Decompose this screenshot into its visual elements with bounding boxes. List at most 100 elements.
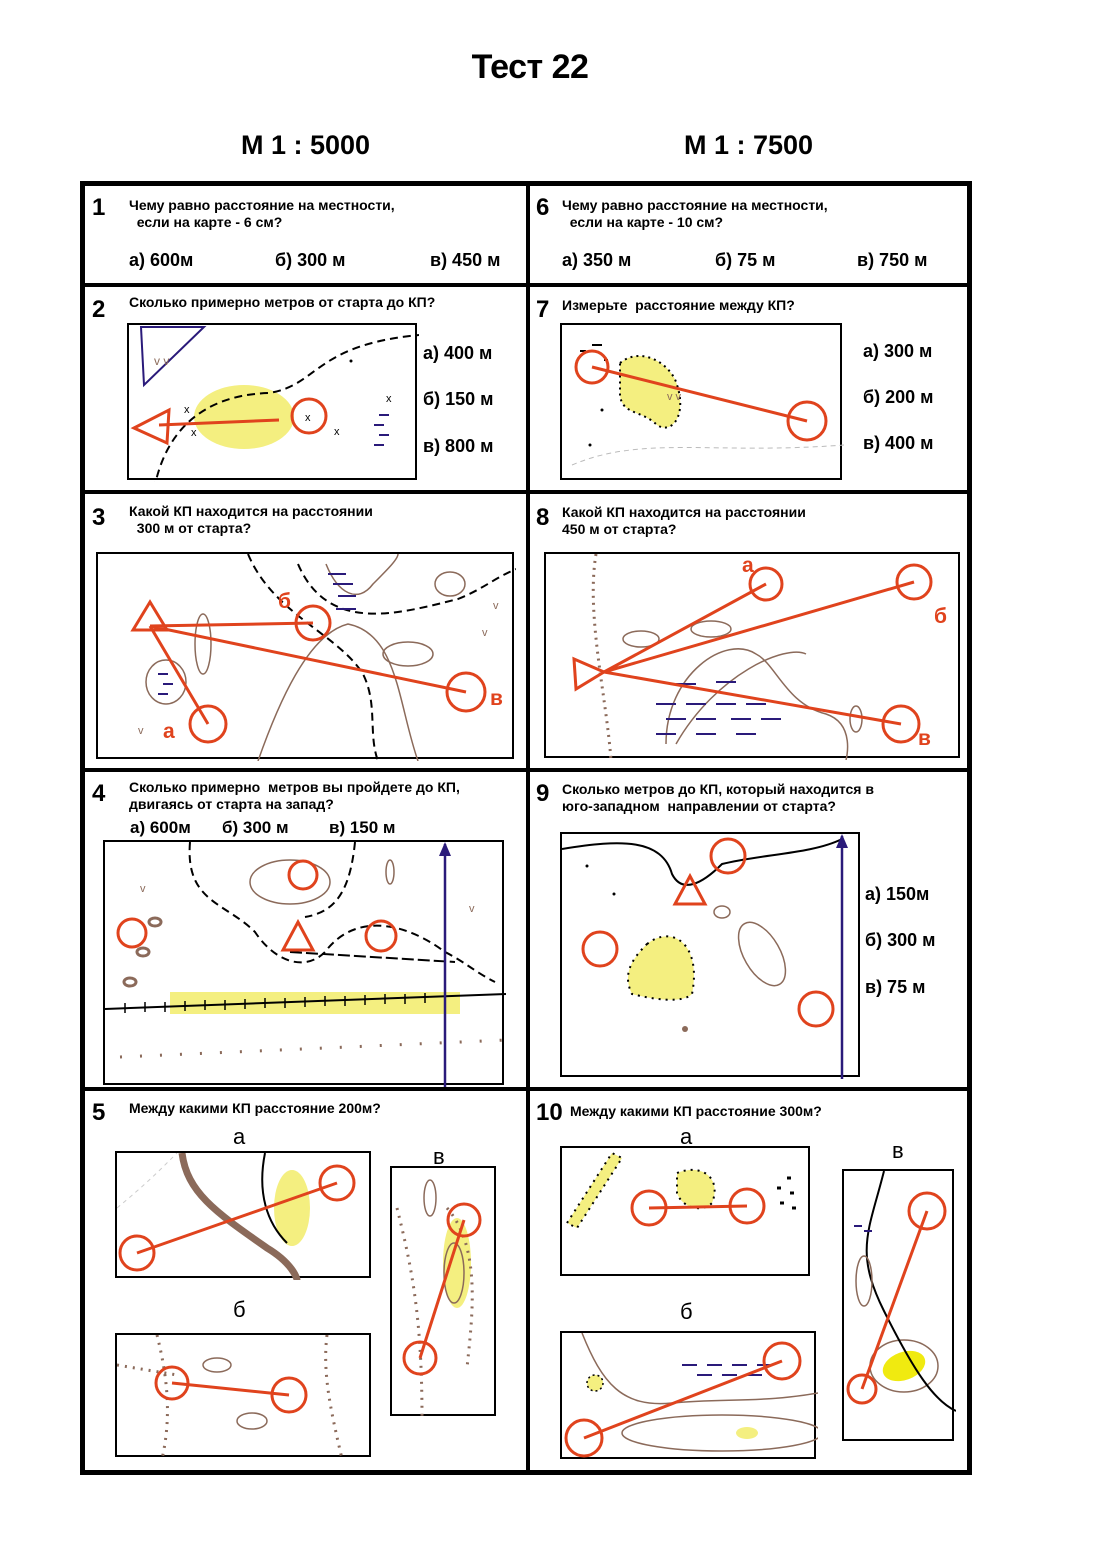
- route-line: [860, 1210, 929, 1390]
- control-point-icon: [846, 1373, 878, 1405]
- question-number: 8: [536, 504, 550, 531]
- answer-c[interactable]: в) 150 м: [329, 818, 396, 837]
- answer-c[interactable]: в) 800 м: [423, 436, 494, 456]
- answer-b[interactable]: б) 300 м: [865, 930, 936, 950]
- route-line: [136, 1181, 338, 1255]
- marsh-icon: [374, 414, 389, 446]
- control-point-icon: [728, 1187, 766, 1225]
- orienteering-map: [846, 1171, 956, 1412]
- control-point-icon: [895, 563, 933, 601]
- svg-text:v: v: [138, 725, 144, 737]
- open-area: [565, 1151, 624, 1230]
- map-q5-a: [115, 1151, 371, 1280]
- question-number: 2: [92, 296, 106, 323]
- control-point-icon: [290, 397, 328, 435]
- answer-a[interactable]: а) 400 м: [423, 343, 493, 363]
- scale-right: М 1 : 7500: [684, 130, 814, 160]
- start-triangle-icon: [130, 407, 171, 446]
- question-text: Чему равно расстояние на местности, если…: [129, 197, 395, 230]
- control-point-icon: [188, 704, 228, 744]
- question-4: 4 Сколько примерно метров вы пройдете до…: [83, 770, 528, 1089]
- open-area: [194, 385, 294, 449]
- svg-text:x: x: [184, 404, 190, 416]
- orienteering-map: v v: [571, 344, 844, 466]
- control-point-icon: [445, 671, 487, 713]
- answer-b[interactable]: б) 300 м: [275, 250, 346, 270]
- answer-b[interactable]: б) 150 м: [423, 389, 494, 409]
- control-point-icon: [118, 1234, 156, 1272]
- route-line: [583, 1359, 783, 1440]
- control-point-icon: [786, 400, 828, 442]
- route-line: [591, 365, 808, 423]
- map-q5-b: [115, 1333, 371, 1459]
- route-line: [603, 580, 915, 726]
- svg-text:v: v: [469, 903, 475, 915]
- answer-c[interactable]: в) 750 м: [857, 250, 928, 270]
- orienteering-map: v v x x x x x: [130, 326, 419, 482]
- answer-a[interactable]: а) 300 м: [863, 341, 933, 361]
- route-line: [171, 1381, 290, 1397]
- map-q10-a: [560, 1146, 810, 1276]
- answer-a[interactable]: а) 350 м: [562, 250, 632, 270]
- label-c[interactable]: в: [918, 727, 931, 750]
- question-number: 3: [92, 504, 106, 531]
- question-number: 5: [92, 1099, 106, 1126]
- control-point-icon: [270, 1376, 308, 1414]
- answer-b[interactable]: б) 75 м: [715, 250, 776, 270]
- map-q3: v v v: [96, 552, 516, 761]
- answer-b[interactable]: б) 200 м: [863, 387, 934, 407]
- label-b[interactable]: б: [278, 590, 291, 613]
- control-point-icon: [446, 1202, 482, 1238]
- start-triangle-icon: [130, 599, 170, 632]
- control-point-icon: [748, 566, 784, 602]
- svg-text:v: v: [140, 883, 146, 895]
- open-area: [170, 992, 460, 1014]
- orienteering-map: [395, 1179, 482, 1418]
- question-7: 7 Измерьте расстояние между КП? v v а) 3…: [528, 285, 969, 492]
- control-point-icon: [564, 1418, 604, 1458]
- question-text: Сколько примерно метров от старта до КП?: [129, 294, 436, 310]
- control-point-icon: [709, 837, 747, 875]
- svg-text:v v: v v: [667, 391, 682, 403]
- scale-left: М 1 : 5000: [241, 130, 371, 160]
- answer-c[interactable]: в) 450 м: [430, 250, 501, 270]
- control-point-icon: [402, 1340, 438, 1376]
- open-area: [274, 1170, 310, 1246]
- label-b[interactable]: б: [934, 605, 947, 628]
- answer-a[interactable]: а) 600м: [130, 818, 191, 837]
- label-a[interactable]: а: [163, 720, 175, 743]
- label-a[interactable]: а: [742, 554, 754, 577]
- question-number: 4: [92, 780, 106, 807]
- map-label-c: в: [892, 1138, 904, 1163]
- svg-text:x: x: [386, 393, 392, 405]
- map-label-b: б: [233, 1297, 246, 1322]
- control-point-icon: [630, 1189, 668, 1227]
- orienteering-map: [117, 1153, 356, 1280]
- answer-a[interactable]: а) 600м: [129, 250, 194, 270]
- control-point-icon: [318, 1164, 356, 1202]
- question-10: 10 Между какими КП расстояние 300м? а б …: [528, 1089, 969, 1472]
- question-text: Между какими КП расстояние 200м?: [129, 1100, 381, 1116]
- map-q2: v v x x x x x: [127, 323, 419, 482]
- answer-a[interactable]: а) 150м: [865, 884, 930, 904]
- test-grid: 1 Чему равно расстояние на местности, ес…: [80, 181, 972, 1475]
- map-q10-c: [842, 1169, 956, 1441]
- open-area: [627, 935, 695, 1001]
- answer-b[interactable]: б) 300 м: [222, 818, 289, 837]
- answer-c[interactable]: в) 75 м: [865, 977, 926, 997]
- start-triangle-icon: [572, 656, 608, 692]
- answer-c[interactable]: в) 400 м: [863, 433, 934, 453]
- map-q5-c: [390, 1166, 496, 1418]
- control-point-icon: [797, 990, 835, 1028]
- control-point-icon: [762, 1341, 802, 1381]
- question-8: 8 Какой КП находится на расстоянии 450 м…: [528, 492, 969, 770]
- map-label-c: в: [433, 1144, 445, 1169]
- open-area: [443, 1218, 471, 1308]
- orienteering-map: [117, 1335, 344, 1459]
- control-point-icon: [574, 349, 610, 385]
- marsh-icon: [656, 681, 781, 735]
- label-c[interactable]: в: [490, 687, 503, 710]
- control-point-icon: [116, 917, 148, 949]
- open-area: [619, 355, 682, 429]
- question-number: 7: [536, 296, 550, 323]
